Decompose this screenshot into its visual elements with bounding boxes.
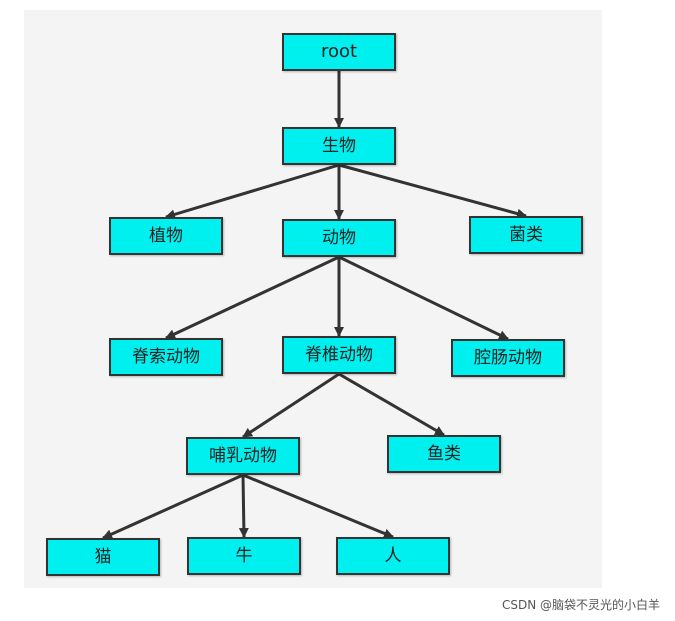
edge-animal-invertebrate bbox=[165, 255, 340, 340]
node-cow: 牛 bbox=[187, 537, 301, 575]
edge-vertebrate-fish bbox=[338, 372, 445, 437]
edge-vertebrate-mammal bbox=[242, 372, 340, 439]
node-cat: 猫 bbox=[46, 538, 160, 576]
node-root: root bbox=[282, 33, 396, 71]
edge-organism-plant bbox=[165, 163, 340, 220]
edge-mammal-cat bbox=[102, 473, 244, 540]
edge-mammal-cow bbox=[238, 474, 249, 538]
node-organism: 生物 bbox=[282, 127, 396, 165]
watermark-text: CSDN @脑袋不灵光的小白羊 bbox=[501, 598, 660, 612]
node-invertebrate: 脊索动物 bbox=[109, 338, 223, 376]
node-mammal: 哺乳动物 bbox=[186, 437, 300, 475]
edge-animal-coelenterate bbox=[338, 255, 509, 341]
node-animal: 动物 bbox=[282, 219, 396, 257]
edge-mammal-human bbox=[242, 473, 394, 539]
node-human: 人 bbox=[336, 537, 450, 575]
node-coelenterate: 腔肠动物 bbox=[451, 339, 565, 377]
edge-organism-fungus bbox=[338, 163, 527, 219]
node-vertebrate: 脊椎动物 bbox=[282, 336, 396, 374]
node-fungus: 菌类 bbox=[469, 216, 583, 254]
node-fish: 鱼类 bbox=[387, 435, 501, 473]
node-plant: 植物 bbox=[109, 217, 223, 255]
diagram-canvas bbox=[24, 10, 602, 588]
